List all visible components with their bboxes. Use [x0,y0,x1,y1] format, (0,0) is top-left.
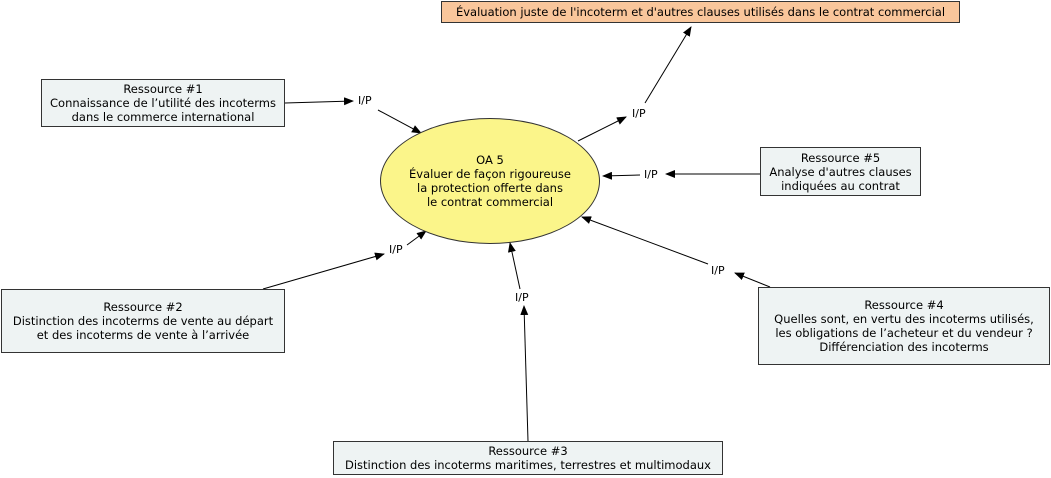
resource-5-line: Analyse d'autres clauses [769,164,912,179]
resource-3-line: Distinction des incoterms maritimes, ter… [345,458,711,472]
resource-4-line: les obligations de l’acheteur et du vend… [775,326,1033,340]
resource-1-box: Ressource #1 Connaissance de l’utilité d… [41,79,285,127]
resource-4-title: Ressource #4 [864,298,944,312]
resource-3-title: Ressource #3 [488,444,568,458]
objective-line: la protection offerte dans [417,181,563,195]
resource-5-line: indiquées au contrat [781,178,900,193]
resource-2-box: Ressource #2 Distinction des incoterms d… [1,289,285,353]
edge-label-r5: I/P [642,168,660,181]
edge-label-to-goal [644,26,692,104]
resource-4-box: Ressource #4 Quelles sont, en vertu des … [758,287,1050,365]
objective-line: le contrat commercial [426,195,554,209]
central-objective-oval: OA 5 Évaluer de façon rigoureuse la prot… [380,118,600,244]
goal-text: Évaluation juste de l'incoterm et d'autr… [455,5,946,19]
resource-5-title: Ressource #5 [800,150,881,165]
resource-5-box: Ressource #5 Analyse d'autres clauses in… [760,147,921,196]
resource-2-title: Ressource #2 [103,300,183,314]
goal-box: Évaluation juste de l'incoterm et d'autr… [441,1,960,23]
edge-r3-to-label [520,305,529,442]
resource-2-line: Distinction des incoterms de vente au dé… [12,314,274,328]
edge-label-r2: I/P [387,243,405,256]
edge-r2-label-to-center [406,230,427,246]
objective-line: Évaluer de façon rigoureuse [409,167,571,181]
objective-code: OA 5 [476,153,504,167]
edge-r3-label-to-center [508,242,521,290]
resource-3-box: Ressource #3 Distinction des incoterms m… [333,441,723,475]
edge-center-to-label [577,116,627,142]
resource-1-line: Connaissance de l’utilité des incoterms [50,96,276,110]
edge-r4-label-to-center [581,216,709,265]
edge-r5-label-to-center [602,171,641,180]
edge-label-r1: I/P [356,94,374,107]
edge-label-goal: I/P [630,107,648,120]
resource-1-line: dans le commerce international [71,110,255,124]
edge-r4-to-label [734,272,771,288]
edge-label-r3: I/P [513,291,531,304]
edge-r1-label-to-center [377,109,422,134]
edge-label-r4: I/P [709,264,727,277]
resource-4-line: Quelles sont, en vertu des incoterms uti… [774,312,1034,326]
edge-r1-to-label [284,97,354,106]
resource-2-line: et des incoterms de vente à l’arrivée [36,328,250,342]
resource-1-title: Ressource #1 [123,82,203,96]
resource-4-line: Différenciation des incoterms [819,340,989,354]
edge-r2-to-label [262,252,385,290]
